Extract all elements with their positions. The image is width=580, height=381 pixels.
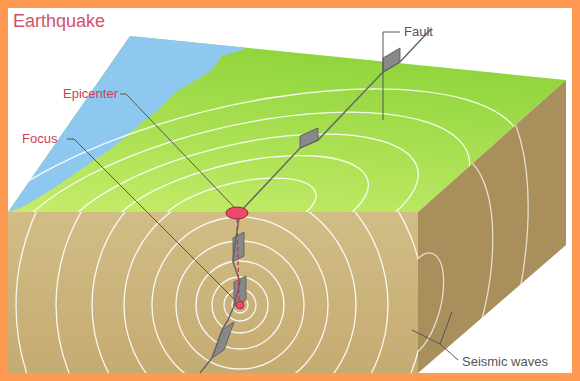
focus-epicenter-line: [237, 219, 239, 300]
seismic-wave: [152, 217, 328, 381]
seismic-wave: [308, 6, 528, 381]
seismic-wave: [56, 121, 424, 381]
seismic-wave: [0, 112, 553, 312]
fault-trace: [200, 30, 430, 373]
epicenter-marker: [226, 207, 248, 219]
seismic-wave: [0, 37, 508, 381]
seismic-wave: [124, 189, 356, 381]
seismic-wave: [16, 81, 464, 381]
seismic-wave: [343, 102, 493, 381]
seismic-waves-label: Seismic waves: [462, 354, 548, 370]
diagram-title: Earthquake: [13, 11, 105, 33]
seismic-wave: [0, 89, 580, 335]
sea: [0, 0, 252, 212]
fault-label: Fault: [404, 24, 433, 40]
seismic-wave: [92, 157, 388, 381]
focus-label: Focus: [22, 131, 57, 147]
leader-lines: [67, 32, 458, 360]
seismic-wave: [59, 156, 416, 269]
epicenter-label: Epicenter: [63, 86, 118, 102]
focus-marker: [236, 301, 244, 309]
seismic-wave: [392, 236, 443, 375]
